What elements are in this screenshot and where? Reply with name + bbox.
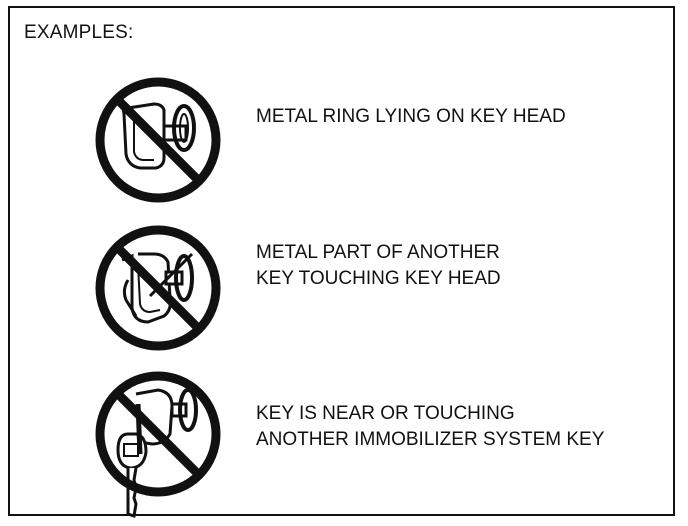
- example-metal-ring-text: METAL RING LYING ON KEY HEAD: [256, 104, 566, 130]
- example-text-line: KEY TOUCHING KEY HEAD: [256, 266, 501, 292]
- example-text-line: KEY IS NEAR OR TOUCHING: [256, 401, 604, 427]
- example-text-line: METAL RING LYING ON KEY HEAD: [256, 104, 566, 130]
- no-metal-ring-on-key-head-icon: [88, 70, 228, 210]
- example-second-key-text: KEY IS NEAR OR TOUCHING ANOTHER IMMOBILI…: [256, 401, 604, 453]
- example-text-line: METAL PART OF ANOTHER: [256, 240, 501, 266]
- examples-heading: EXAMPLES:: [24, 22, 134, 44]
- example-metal-key-text: METAL PART OF ANOTHER KEY TOUCHING KEY H…: [256, 240, 501, 292]
- examples-panel: EXAMPLES: METAL RING LYING ON KEY HEAD: [8, 6, 675, 516]
- example-text-line: ANOTHER IMMOBILIZER SYSTEM KEY: [256, 427, 604, 453]
- no-metal-key-touching-key-head-icon: [88, 218, 228, 358]
- no-second-immobilizer-key-icon: [88, 364, 228, 524]
